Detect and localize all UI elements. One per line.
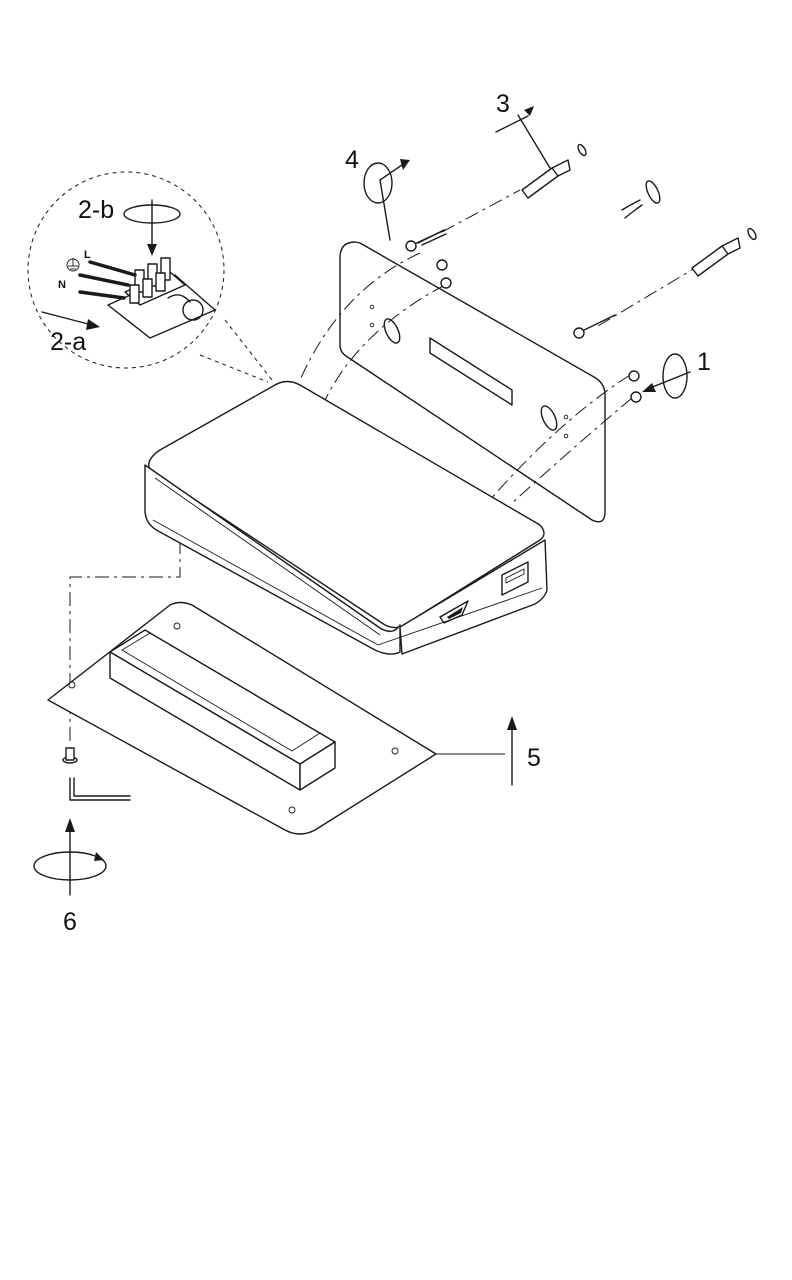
step-5-label: 5: [527, 744, 541, 772]
handle-slot: [439, 600, 469, 624]
screws-anchors: [62, 143, 757, 801]
step-6-label: 6: [63, 908, 77, 936]
bracket-slot: [429, 337, 513, 406]
bracket-hole-right: [540, 405, 558, 431]
control-display: [501, 561, 529, 596]
assembly-paths: [69, 189, 696, 745]
step-2b-label: 2-b: [78, 196, 114, 224]
wiring-detail-callout: [27, 171, 225, 369]
terminal-neutral-label: N: [58, 279, 66, 291]
step-arrows: [33, 106, 691, 896]
step-1-label: 1: [697, 348, 711, 376]
terminal-live-label: L: [84, 249, 91, 261]
base-tray: [47, 601, 437, 835]
step-labels: 1 2-a 2-b 3 4 5 6 L N: [50, 90, 711, 936]
step-4-label: 4: [345, 146, 359, 174]
step-2a-label: 2-a: [50, 328, 86, 356]
step-3-label: 3: [496, 90, 510, 118]
bracket-hole-left: [383, 318, 401, 344]
wall-bracket-plate: [339, 241, 606, 523]
heater-body: [144, 380, 548, 655]
